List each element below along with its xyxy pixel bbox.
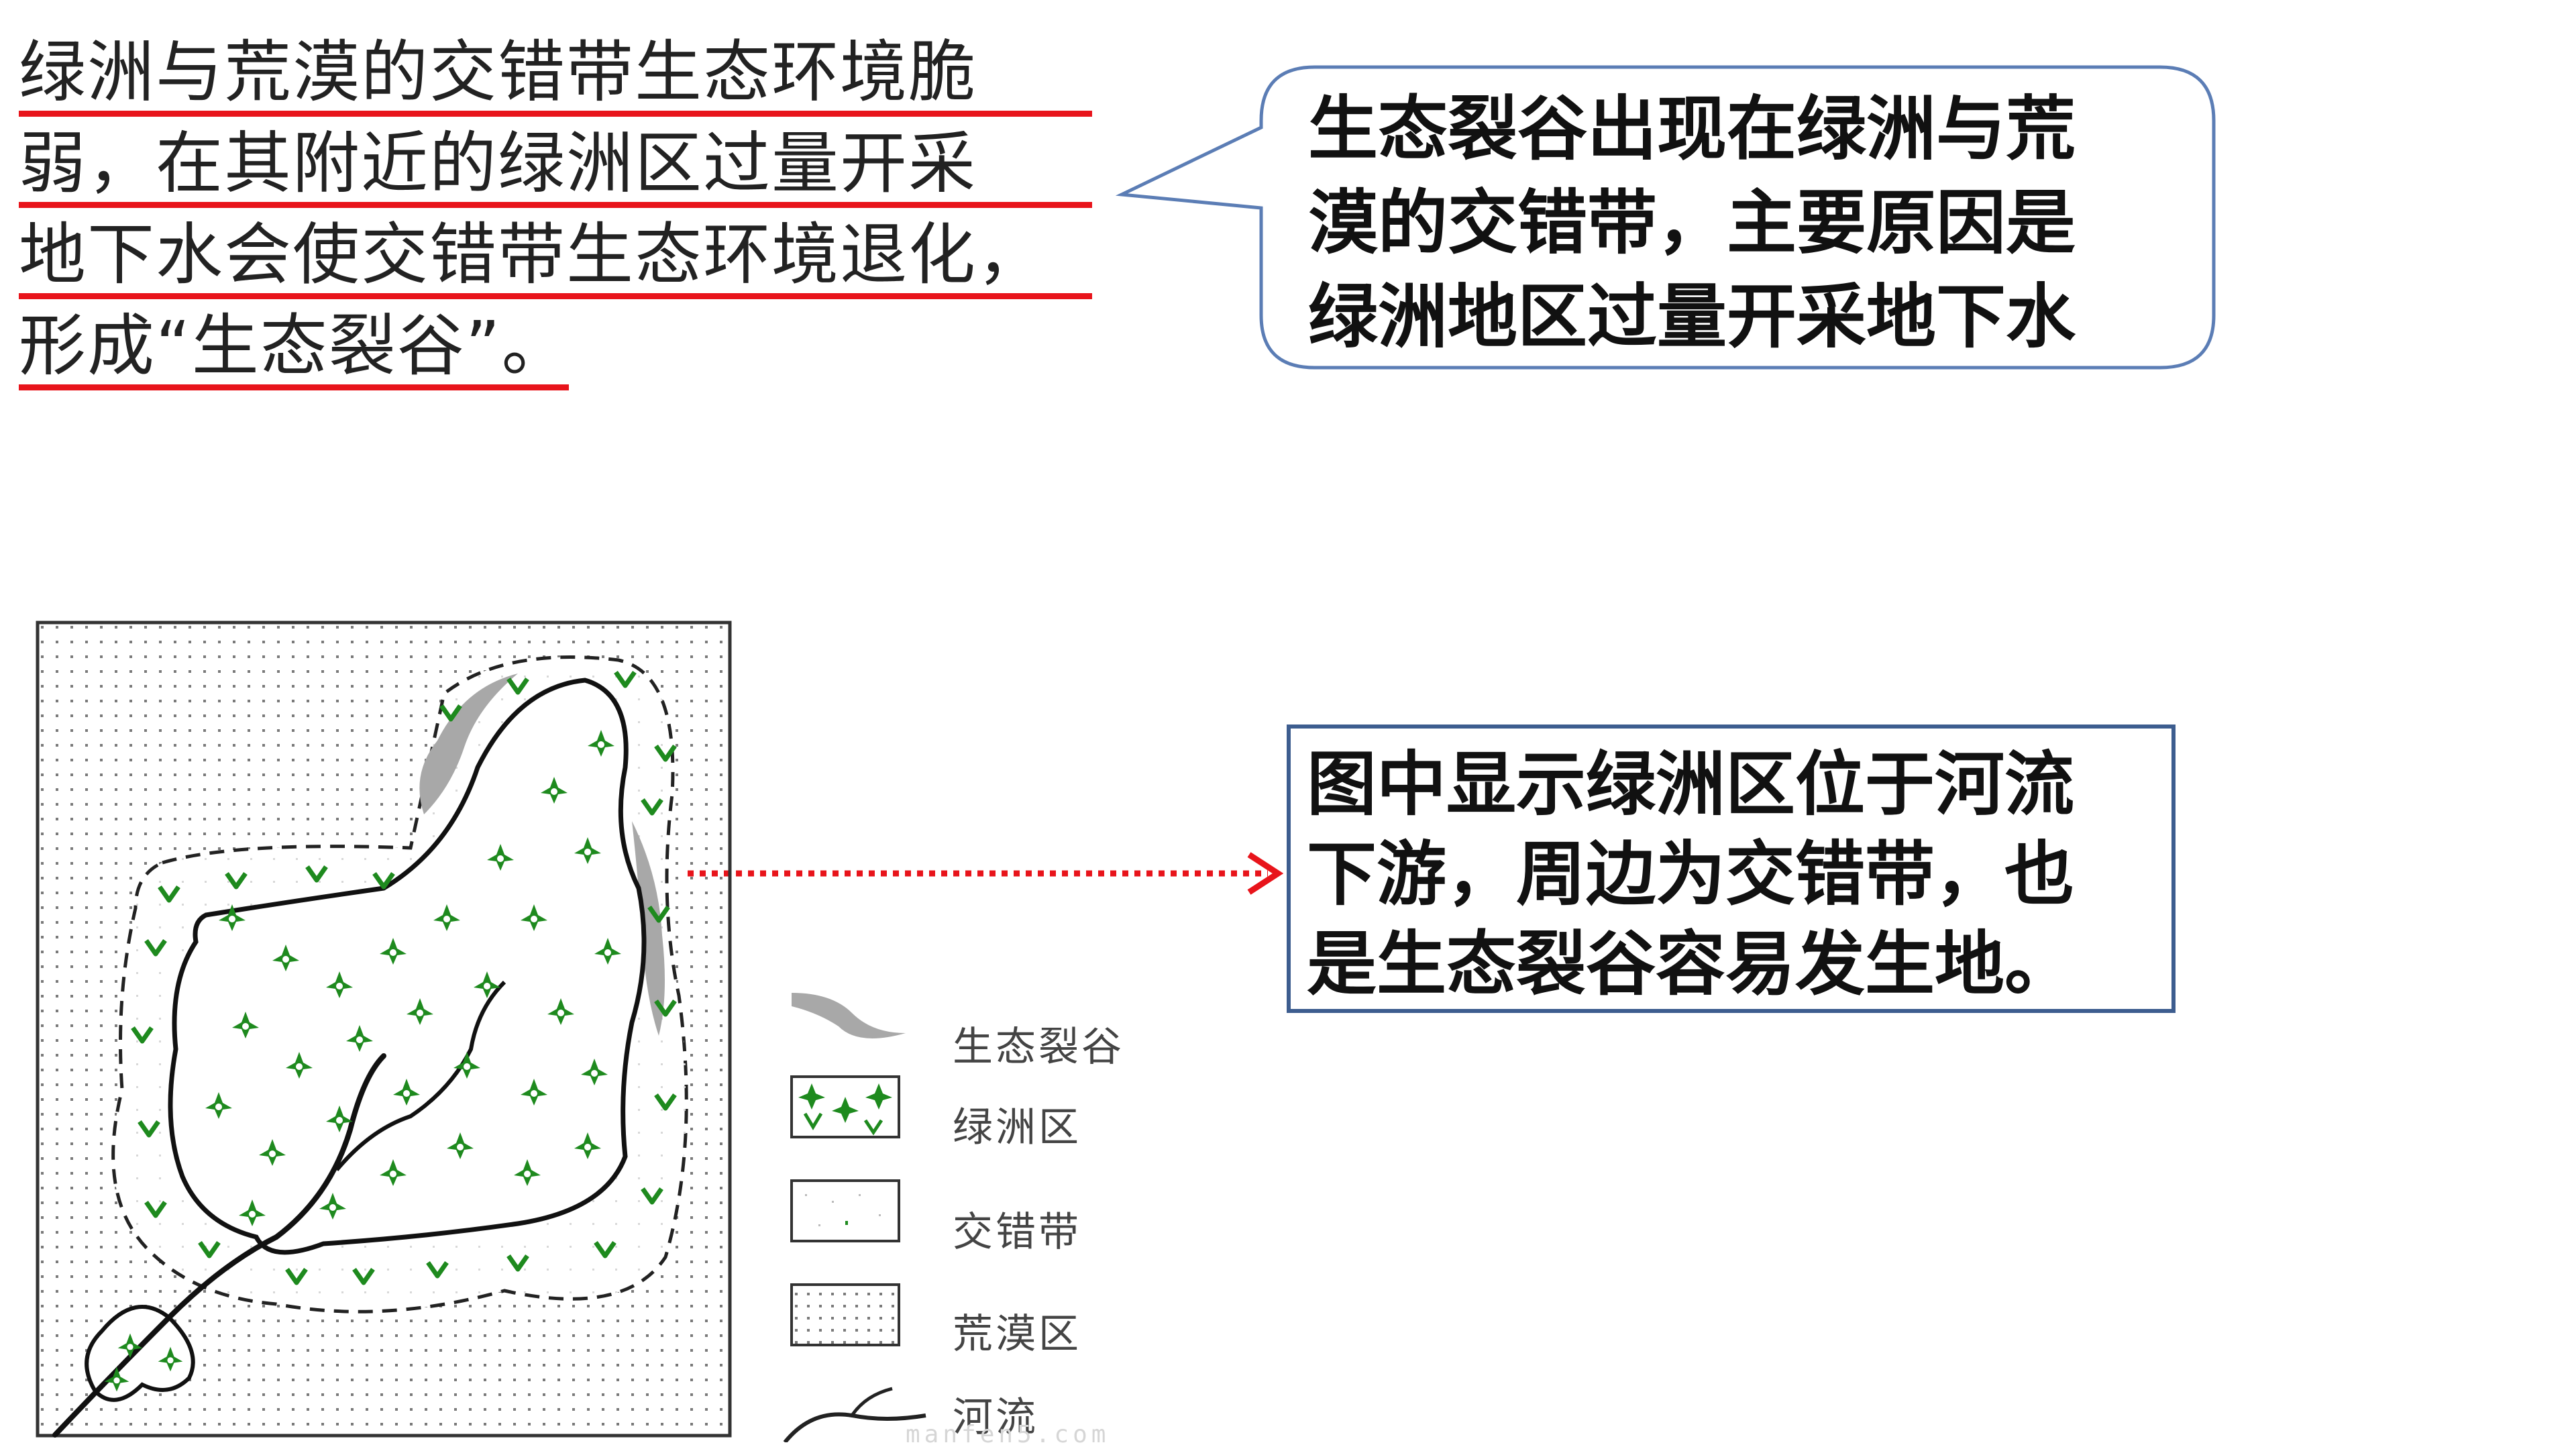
ecotone-icon — [790, 1179, 900, 1242]
callout-line: 生态裂谷出现在绿洲与荒 — [1308, 88, 2076, 170]
red-underline — [19, 293, 1092, 299]
legend-label-river: 河流 — [953, 1394, 1038, 1441]
river-icon — [783, 1412, 926, 1442]
desert-icon — [790, 1283, 900, 1346]
info-text: 图中显示绿洲区位于河流 下游，周边为交错带，也 是生态裂谷容易发生地。 — [1307, 739, 2179, 1009]
legend-label-desert: 荒漠区 — [953, 1311, 1081, 1358]
red-underline — [19, 202, 1092, 208]
red-underline — [19, 111, 1092, 117]
info-line: 下游，周边为交错带，也 — [1307, 833, 2075, 915]
paragraph-line-text: 形成“生态裂谷”。 — [19, 307, 570, 385]
oasis-area — [168, 678, 647, 1255]
paragraph-line: 形成“生态裂谷”。 — [19, 301, 1132, 392]
info-box — [1287, 724, 2176, 1013]
legend-label-rift: 生态裂谷 — [953, 1024, 1124, 1071]
oasis-desert-map — [36, 621, 732, 1438]
paragraph-line: 绿洲与荒漠的交错带生态环境脆 — [19, 27, 1132, 118]
oasis-icon — [790, 1075, 900, 1138]
paragraph-line: 地下水会使交错带生态环境退化， — [19, 209, 1132, 301]
paragraph-line-text: 绿洲与荒漠的交错带生态环境脆 — [19, 33, 977, 111]
river-line — [52, 1053, 386, 1438]
info-line: 是生态裂谷容易发生地。 — [1307, 923, 2075, 1005]
legend-label-oasis: 绿洲区 — [953, 1104, 1081, 1151]
callout-line: 漠的交错带，主要原因是 — [1308, 182, 2076, 264]
callout-text: 生态裂谷出现在绿洲与荒 漠的交错带，主要原因是 绿洲地区过量开采地下水 — [1308, 82, 2220, 364]
info-line: 图中显示绿洲区位于河流 — [1307, 743, 2075, 825]
paragraph-line: 弱，在其附近的绿洲区过量开采 — [19, 118, 1132, 209]
rift-valley-strip — [632, 821, 665, 1036]
paragraph-line-text: 弱，在其附近的绿洲区过量开采 — [19, 124, 977, 203]
river-tributary — [335, 980, 506, 1171]
paragraph-line-text: 地下水会使交错带生态环境退化， — [19, 215, 1045, 294]
legend-label-ecotone: 交错带 — [953, 1209, 1081, 1256]
legend-icons — [783, 993, 926, 1442]
rift-icon — [792, 993, 906, 1038]
arrow-head — [1247, 852, 1284, 895]
intro-paragraph: 绿洲与荒漠的交错带生态环境脆 弱，在其附近的绿洲区过量开采 地下水会使交错带生态… — [19, 27, 1132, 392]
watermark: manfen5.com — [906, 1421, 1110, 1448]
red-underline — [19, 384, 569, 390]
callout-line: 绿洲地区过量开采地下水 — [1308, 276, 2076, 358]
rift-valley-strip — [419, 674, 518, 814]
